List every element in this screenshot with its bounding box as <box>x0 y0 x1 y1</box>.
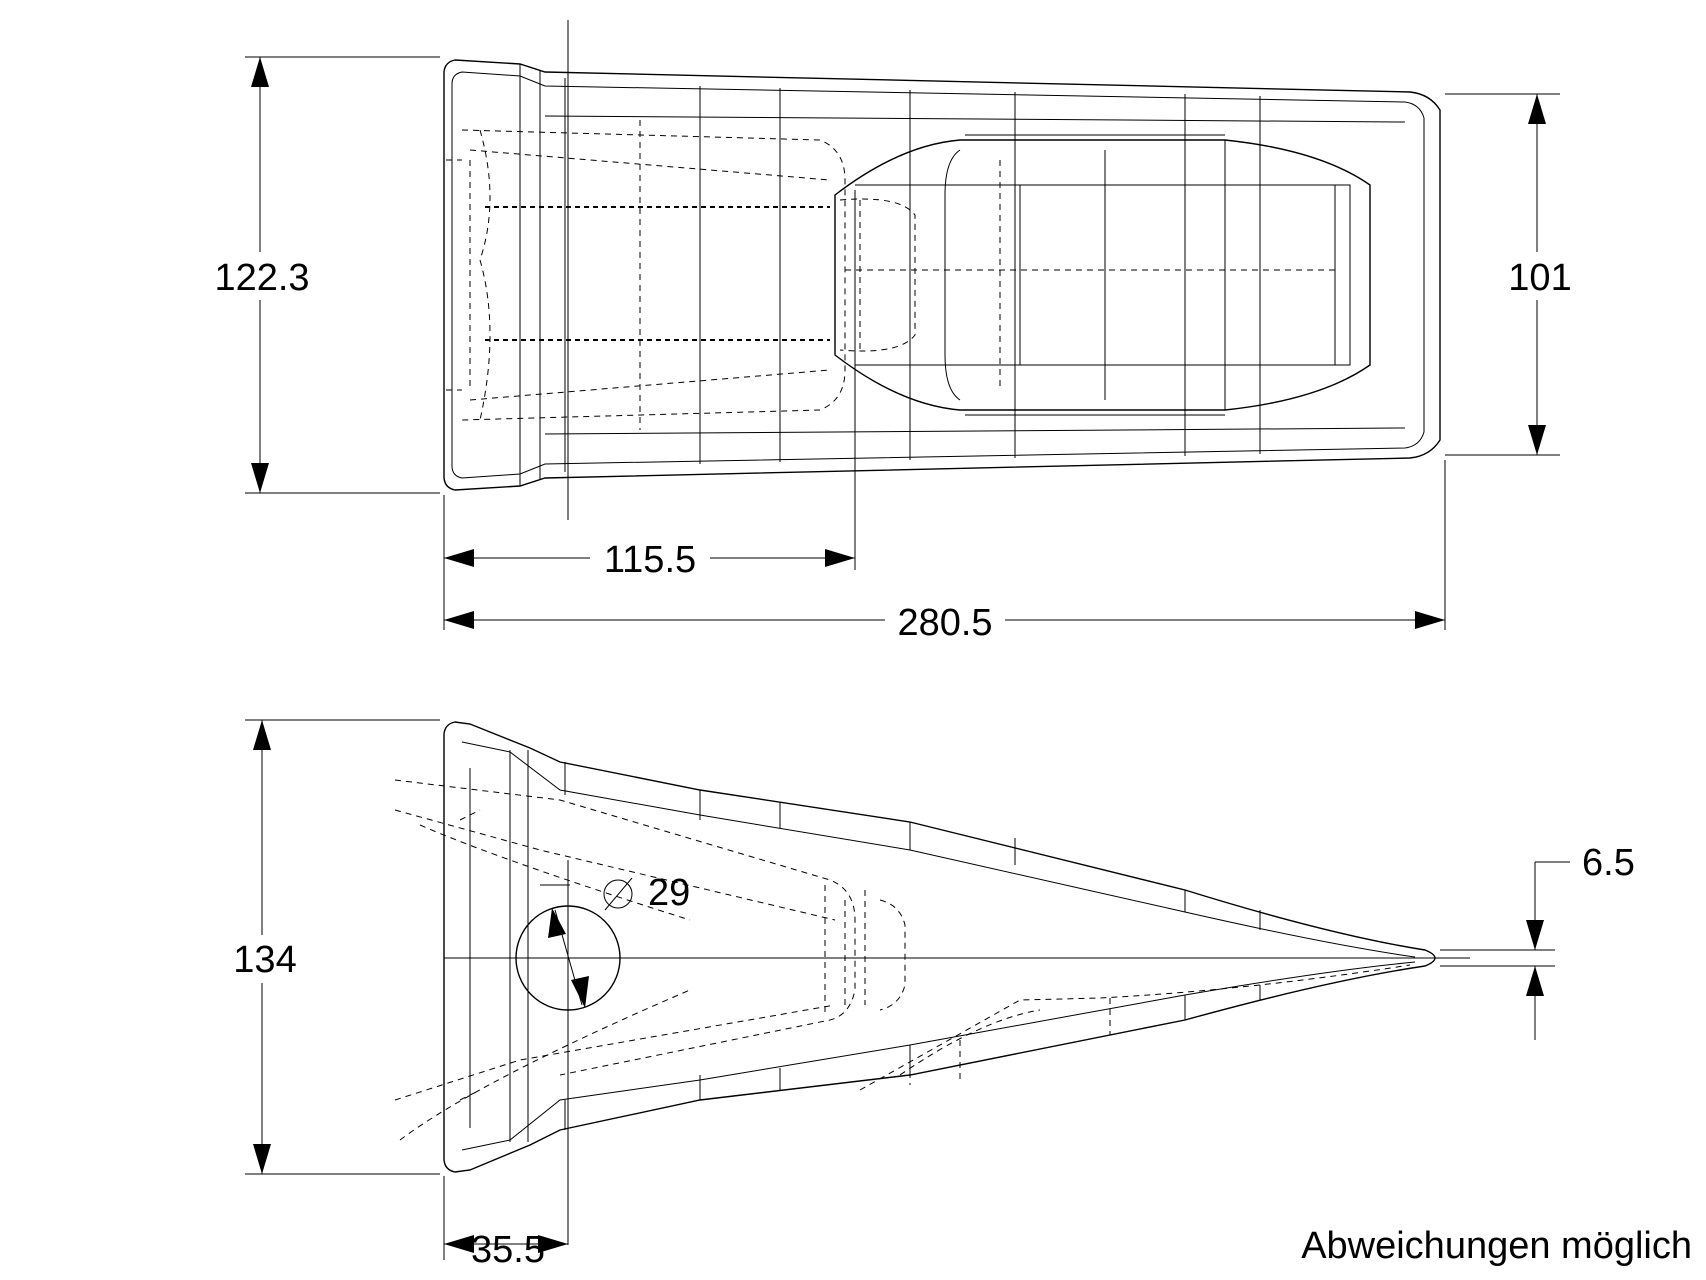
dim-side-hole-position: 35.5 <box>471 1229 545 1271</box>
side-view-outline <box>443 721 1436 1173</box>
deviation-note: Abweichungen möglich <box>1301 1225 1692 1267</box>
side-view-dimensions: 134 29 6.5 35.5 <box>225 719 1635 1271</box>
top-view-outline <box>443 59 1441 491</box>
side-view <box>394 721 1470 1245</box>
dim-side-height: 134 <box>233 939 296 981</box>
dim-side-tip-thickness: 6.5 <box>1582 842 1635 884</box>
dim-top-height-left: 122.3 <box>214 257 309 299</box>
dim-top-length-partial: 115.5 <box>604 539 696 581</box>
top-view-dimensions: 122.3 101 115.5 280.5 <box>205 56 1575 645</box>
dim-top-height-right: 101 <box>1508 257 1571 299</box>
dim-top-length-total: 280.5 <box>897 602 992 644</box>
dim-side-hole-diameter: 29 <box>648 872 690 914</box>
top-view-pocket <box>834 139 1371 411</box>
top-view <box>443 20 1441 570</box>
